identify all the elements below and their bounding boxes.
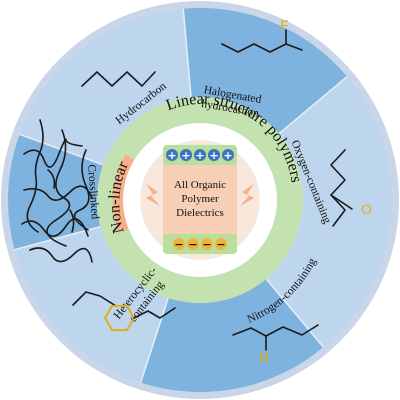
negative-charge-symbol-2: − — [188, 238, 197, 251]
hydrocarbon-structure — [81, 71, 156, 87]
linear-ring — [97, 97, 303, 303]
negative-charge-circle-2 — [187, 238, 199, 250]
negative-charge-symbol-3: − — [202, 238, 211, 251]
center-label-line2: Polymer — [181, 193, 219, 205]
positive-charge-symbol-5: + — [223, 149, 232, 162]
negative-charge-circle-3 — [201, 238, 213, 250]
center-label-line1: All Organic — [174, 179, 226, 191]
positive-charge-circle-5 — [222, 149, 234, 161]
segment-divider-5 — [139, 297, 169, 383]
oxygen-atom: O — [361, 201, 372, 217]
oxygen-structure: O — [330, 149, 372, 227]
halogenated-structure: F — [221, 17, 303, 53]
nitrogen-atom: N — [259, 349, 269, 365]
segment-divider-2 — [182, 8, 192, 98]
heterocyclic-segment — [14, 226, 169, 383]
hydrocarbon-segment — [19, 8, 192, 165]
halogenated-segment — [183, 7, 348, 134]
lightning-left-icon — [146, 184, 160, 206]
negative-charge-circle-4 — [215, 238, 227, 250]
crosslinked-network — [21, 119, 93, 263]
negative-charge-symbol-4: − — [216, 238, 225, 251]
positive-charge-circle-4 — [208, 149, 220, 161]
lightning-right-icon — [240, 184, 254, 206]
crosslinked-label: Crosslinked — [85, 164, 101, 220]
positive-charge-symbol-2: + — [181, 149, 190, 162]
positive-charge-symbol-3: + — [195, 149, 204, 162]
segment-divider-3 — [278, 76, 348, 135]
negative-charge-symbol-1: − — [174, 238, 183, 251]
positive-charge-symbol-4: + — [209, 149, 218, 162]
nitrogen-structure: N — [232, 324, 319, 365]
positive-charge-circle-1 — [166, 149, 178, 161]
segment-group — [7, 7, 393, 392]
oxygen-segment — [266, 76, 393, 348]
negative-charge-circle-1 — [173, 238, 185, 250]
heterocyclic-structure — [72, 291, 176, 331]
positive-charge-circle-3 — [194, 149, 206, 161]
fluorine-atom: F — [280, 17, 289, 33]
capacitor: +++++ −−−− All Organic Polymer Dielectri… — [163, 145, 237, 254]
nitrogen-segment — [140, 278, 324, 392]
negative-charges: −−−− — [173, 238, 227, 251]
center-label-line3: Dielectrics — [176, 207, 224, 219]
positive-charges: + + + + + — [166, 149, 234, 162]
capacitor-body — [163, 148, 237, 254]
hexagon-ring-icon — [103, 305, 136, 331]
segment-divider-4 — [265, 278, 324, 348]
positive-charge-circle-2 — [180, 149, 192, 161]
positive-charge-symbol-1: + — [167, 149, 176, 162]
